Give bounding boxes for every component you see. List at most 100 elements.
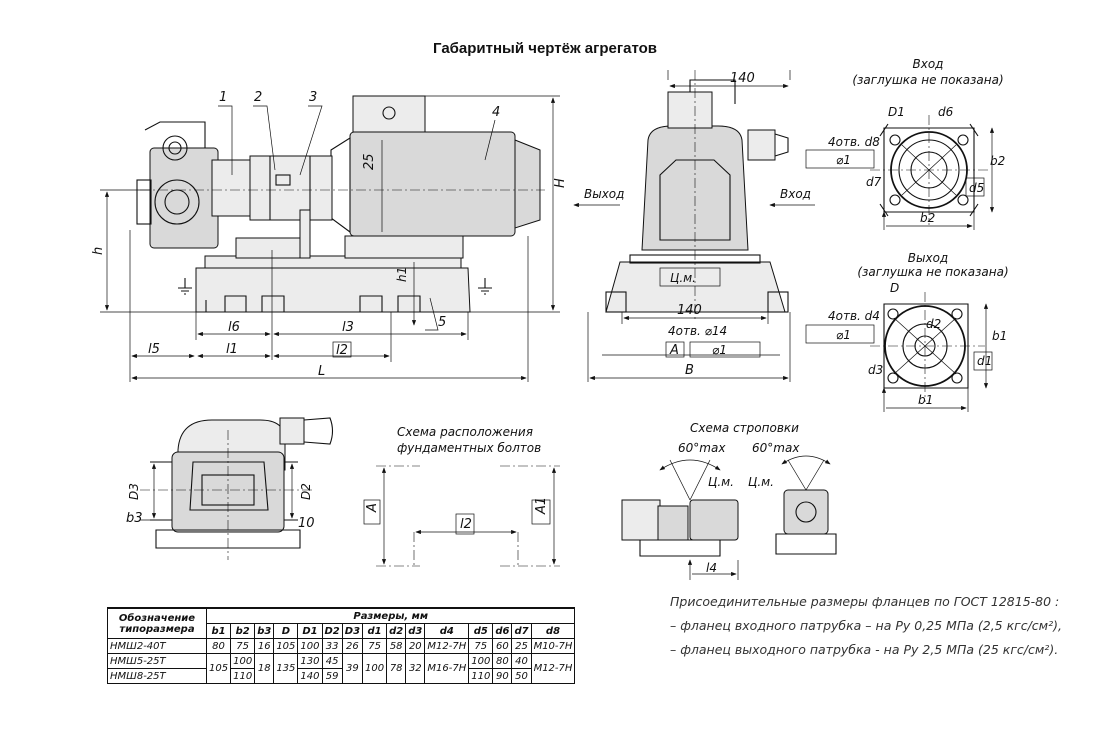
table-cell: 25 xyxy=(511,638,532,654)
table-cell: 110 xyxy=(230,668,256,684)
col-header: d7 xyxy=(511,623,532,639)
outlet-holes-label: 4отв. d4 xyxy=(828,309,880,323)
sling-scheme xyxy=(621,455,837,580)
table-cell: М12-7Н xyxy=(424,638,470,654)
dim-d6: d6 xyxy=(938,105,954,119)
dim-l2: l2 xyxy=(336,343,348,358)
table-cell: НМШ2-40Т xyxy=(107,638,207,654)
table-cell: 110 xyxy=(468,668,494,684)
table-cell: 16 xyxy=(254,638,275,654)
terminal-box xyxy=(352,95,426,133)
outlet-tolerance: ⌀1 xyxy=(836,328,851,342)
drawing-title: Габаритный чертёж агрегатов xyxy=(433,40,657,57)
table-cell: 39 xyxy=(341,653,364,684)
table-cell: 105 xyxy=(205,653,232,684)
callout-4: 4 xyxy=(492,105,500,120)
col-header: D2 xyxy=(321,623,343,639)
pump-port-side xyxy=(154,179,200,225)
callout-3: 3 xyxy=(309,90,317,105)
dim-l6: l6 xyxy=(228,320,240,335)
dim-h: h xyxy=(91,247,106,255)
table-cell: 26 xyxy=(341,638,364,654)
sling-angle-right: 60°max xyxy=(752,441,800,455)
dim-b1-vertical: b1 xyxy=(992,329,1007,343)
dim-B: B xyxy=(685,363,694,378)
col-header: d6 xyxy=(492,623,513,639)
table-cell: 75 xyxy=(362,638,388,654)
dim-D2: D2 xyxy=(299,483,313,500)
col-header: d4 xyxy=(424,623,470,639)
table-cell: 60 xyxy=(492,638,513,654)
dim-L: L xyxy=(318,364,325,379)
col-header: d1 xyxy=(362,623,388,639)
dim-d3: d3 xyxy=(868,363,883,377)
tolerance-value: ⌀1 xyxy=(712,343,727,357)
dim-A-bolt: A xyxy=(365,503,380,513)
table-cell: 45 xyxy=(321,653,343,669)
table-cell: 90 xyxy=(492,668,513,684)
bolt-scheme-title-2: фундаментных болтов xyxy=(397,441,541,455)
sling-cm-left: Ц.м. xyxy=(708,475,734,489)
table-cell: 18 xyxy=(254,653,275,684)
outlet-subtitle: (заглушка не показана) xyxy=(857,265,1008,279)
side-terminal xyxy=(667,91,713,129)
motor-body xyxy=(349,131,516,237)
dim-d1: d1 xyxy=(977,354,992,368)
dim-b1-horizontal: b1 xyxy=(918,393,933,407)
dim-D1: D1 xyxy=(888,105,905,119)
note-line: – фланец входного патрубка – на Ру 0,25 … xyxy=(670,618,1062,633)
sling-angle-left: 60°max xyxy=(678,441,726,455)
dim-b3: b3 xyxy=(126,511,143,526)
dim-l3: l3 xyxy=(342,320,354,335)
col-header: D3 xyxy=(341,623,364,639)
inlet-tolerance: ⌀1 xyxy=(836,153,851,167)
table-cell: НМШ5-25Т xyxy=(107,653,207,669)
coupling xyxy=(249,155,333,221)
col-header: d3 xyxy=(405,623,426,639)
base-holes-label: 4отв. ⌀14 xyxy=(668,324,727,338)
col-header: b2 xyxy=(230,623,256,639)
table-cell: 33 xyxy=(321,638,343,654)
sling-scheme-title: Схема строповки xyxy=(690,421,799,435)
outlet-arrow-label: Выход xyxy=(584,187,624,201)
center-of-mass-label: Ц.м. xyxy=(670,271,696,285)
note-line: – фланец выходного патрубка - на Ру 2,5 … xyxy=(670,642,1059,657)
inlet-flange xyxy=(805,115,995,230)
table-cell: 58 xyxy=(386,638,407,654)
dim-10: 10 xyxy=(298,516,315,531)
pump-body xyxy=(149,147,219,249)
table-cell: 80 xyxy=(205,638,232,654)
table-row: НМШ2-40Т 80 75 16 105 100 33 26 75 58 20… xyxy=(107,638,576,654)
inlet-title: Вход xyxy=(913,57,944,71)
table-cell: 32 xyxy=(405,653,426,684)
pump-end-view xyxy=(140,417,334,560)
col-header: d5 xyxy=(468,623,494,639)
table-cell: 40 xyxy=(511,653,532,669)
dim-l1: l1 xyxy=(226,342,238,357)
inlet-subtitle: (заглушка не показана) xyxy=(852,73,1003,87)
base-frame xyxy=(195,267,471,313)
callout-5: 5 xyxy=(438,315,446,330)
col-header: d8 xyxy=(530,623,576,639)
dim-D: D xyxy=(890,281,899,295)
table-cell: 50 xyxy=(511,668,532,684)
outlet-title: Выход xyxy=(908,251,948,265)
dim-d5: d5 xyxy=(969,181,984,195)
outlet-flange xyxy=(805,292,993,412)
col-header: b3 xyxy=(254,623,275,639)
inlet-holes-label: 4отв. d8 xyxy=(828,135,880,149)
pump-port-top xyxy=(162,135,188,161)
dim-d2: d2 xyxy=(926,317,941,331)
col-header: D xyxy=(273,623,299,639)
table-cell: 100 xyxy=(230,653,256,669)
table-cell: 78 xyxy=(386,653,407,684)
table-cell: 100 xyxy=(468,653,494,669)
flange-notes: Присоединительные размеры фланцев по ГОС… xyxy=(670,590,1062,662)
col-header: b1 xyxy=(205,623,232,639)
dim-140-top: 140 xyxy=(730,71,755,86)
datum-A: A xyxy=(669,343,679,358)
table-cell: М16-7Н xyxy=(424,653,470,684)
table-row: НМШ8-25Т 110 140 59 110 90 50 xyxy=(107,668,575,684)
